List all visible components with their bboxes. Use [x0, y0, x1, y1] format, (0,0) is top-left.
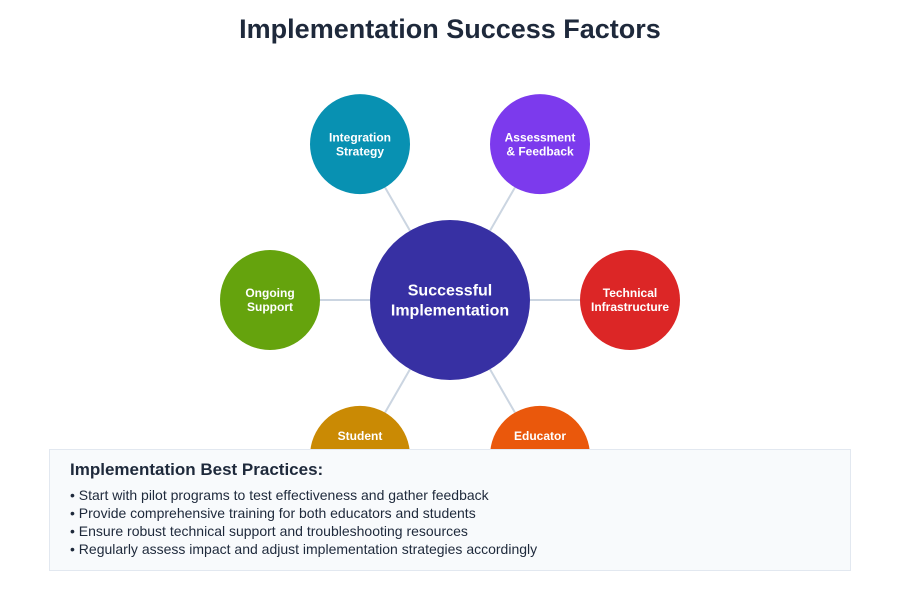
- practice-item: • Provide comprehensive training for bot…: [70, 505, 476, 521]
- factor-node-label: & Feedback: [506, 144, 574, 158]
- connector-line: [489, 368, 516, 414]
- factor-node-label: Integration: [329, 130, 391, 144]
- best-practices-list: • Start with pilot programs to test effe…: [70, 486, 537, 558]
- factor-node-label: Ongoing: [245, 286, 294, 300]
- practice-item: • Regularly assess impact and adjust imp…: [70, 541, 538, 557]
- center-node-label: Implementation: [391, 303, 509, 320]
- page-title: Implementation Success Factors: [239, 14, 661, 44]
- best-practices-panel: Implementation Best Practices: • Start w…: [49, 449, 851, 571]
- factor-node-label: Student: [338, 429, 383, 443]
- practice-item: • Start with pilot programs to test effe…: [70, 487, 489, 503]
- connector-line: [489, 186, 516, 232]
- factor-node-label: Educator: [514, 429, 566, 443]
- best-practices-heading: Implementation Best Practices:: [70, 460, 324, 479]
- factor-node-label: Strategy: [336, 144, 384, 158]
- factor-node-label: Support: [247, 300, 293, 314]
- factor-node: [490, 94, 590, 195]
- connector-line: [384, 368, 411, 414]
- factor-node: [580, 250, 680, 350]
- center-node-label: Successful: [408, 283, 492, 300]
- factor-node: [310, 94, 410, 195]
- practice-item: • Ensure robust technical support and tr…: [70, 523, 468, 539]
- factor-node: [220, 250, 320, 350]
- factor-node-label: Technical: [603, 286, 657, 300]
- connector-line: [384, 186, 411, 232]
- factor-node-label: Infrastructure: [591, 300, 669, 314]
- factor-node-label: Assessment: [505, 130, 576, 144]
- center-node: [370, 220, 530, 380]
